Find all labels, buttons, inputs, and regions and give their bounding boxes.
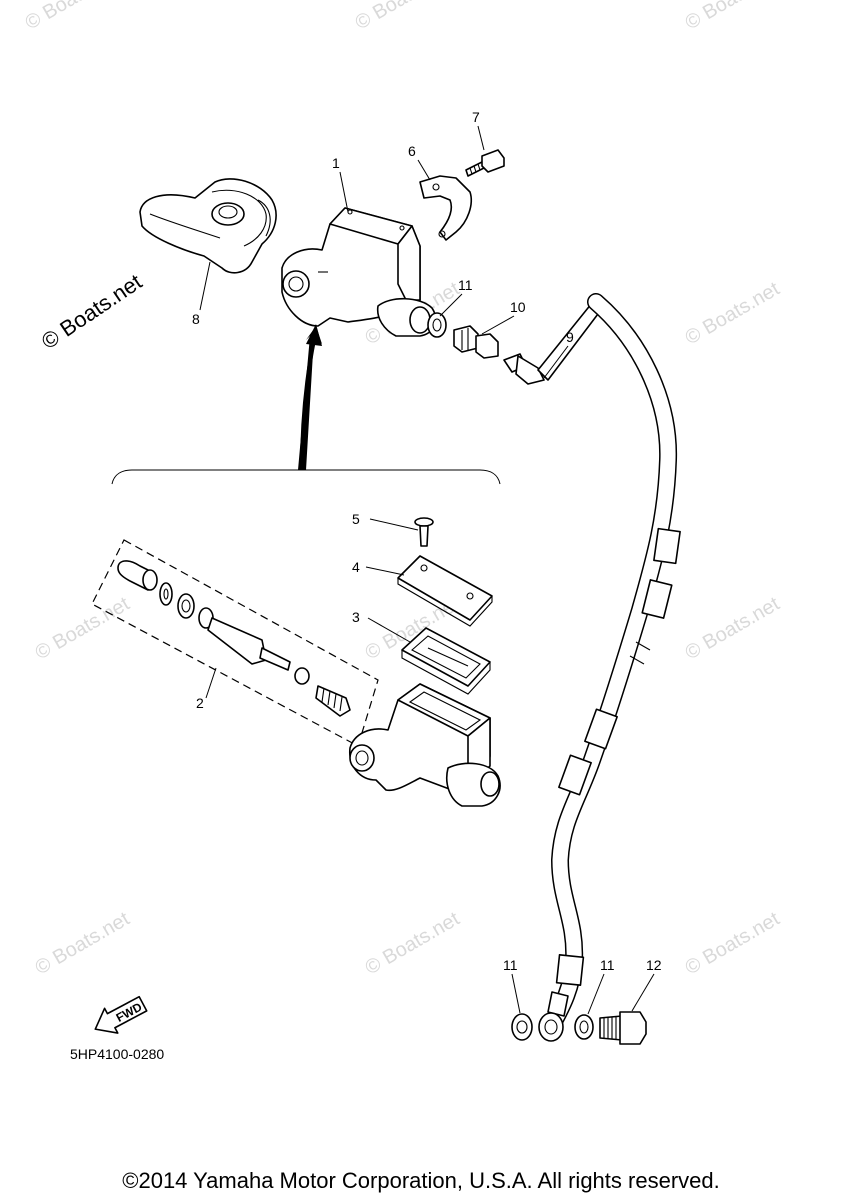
callout-labels: 1 2 3 4 5 6 7 8 9 10 11 11 11 12 (192, 109, 662, 973)
callout-7: 7 (472, 109, 480, 125)
part-11-washer-lower-left (511, 1013, 533, 1041)
part-12-union-bolt (599, 1011, 647, 1045)
callout-5: 5 (352, 511, 360, 527)
fwd-arrow-icon: FWD (94, 995, 148, 1034)
part-5-screw (414, 517, 434, 547)
leader-lines (199, 125, 655, 1015)
watermark: © Boats.net (352, 0, 454, 34)
part-11-washer-lower-right (574, 1014, 594, 1040)
part-8-lever-boot (139, 178, 277, 274)
watermark: © Boats.net (362, 908, 464, 980)
callout-11: 11 (458, 277, 473, 293)
callout-3: 3 (352, 609, 360, 625)
callout-2: 2 (196, 695, 204, 711)
explode-bracket (111, 324, 501, 485)
part-3-diaphragm (401, 627, 491, 695)
callout-9: 9 (566, 329, 574, 345)
part-7-bolt (465, 149, 505, 177)
part-1-master-cylinder (281, 207, 437, 337)
callout-10: 10 (510, 299, 526, 315)
part-1-master-cylinder-body (349, 683, 501, 807)
callout-11: 11 (600, 957, 615, 973)
part-4-reservoir-cap (397, 555, 493, 627)
callout-11: 11 (503, 957, 518, 973)
watermark: © Boats.net (682, 908, 784, 980)
part-11-washer-upper (427, 312, 447, 338)
diagram-code: 5HP4100-0280 (70, 1046, 165, 1062)
callout-6: 6 (408, 143, 416, 159)
watermark: © Boats.net (32, 908, 134, 980)
part-2-piston-kit (91, 539, 379, 747)
watermark: © Boats.net (682, 0, 784, 34)
part-9-brake-hose (503, 293, 681, 1042)
watermark: © Boats.net (22, 0, 124, 34)
callout-12: 12 (646, 957, 662, 973)
watermark: © Boats.net (682, 593, 784, 665)
side-watermark: © Boats.net (37, 269, 147, 354)
watermark: © Boats.net (32, 593, 134, 665)
callout-1: 1 (332, 155, 340, 171)
part-6-holder-clamp (419, 175, 472, 241)
watermark: © Boats.net (682, 278, 784, 350)
callout-8: 8 (192, 311, 200, 327)
callout-4: 4 (352, 559, 360, 575)
part-10-union-fitting (453, 325, 499, 359)
copyright-notice: ©2014 Yamaha Motor Corporation, U.S.A. A… (122, 1168, 720, 1193)
